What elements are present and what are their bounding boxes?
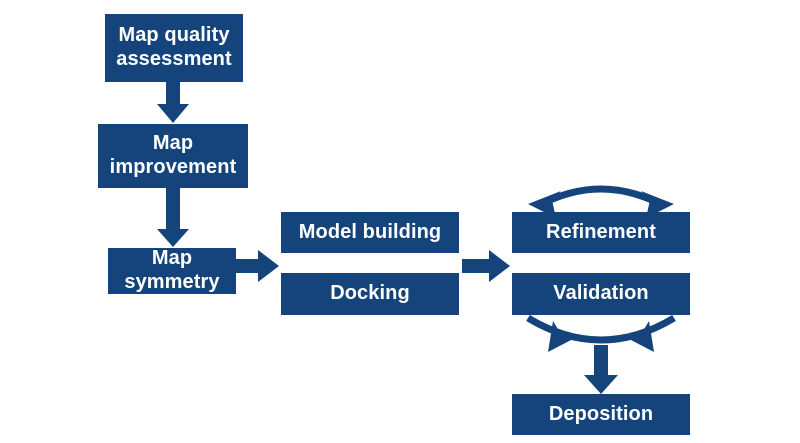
- connector-improvement-to-symmetry: [157, 188, 189, 247]
- node-validation[interactable]: Validation: [512, 273, 690, 315]
- connector-cycle-to-deposition: [584, 345, 618, 394]
- node-map-quality-assessment[interactable]: Map quality assessment: [105, 14, 243, 82]
- node-refinement[interactable]: Refinement: [512, 212, 690, 253]
- connector-symmetry-to-building: [236, 250, 279, 282]
- connector-cycle-bottom-arc: [526, 315, 676, 352]
- node-map-symmetry[interactable]: Map symmetry: [108, 247, 236, 294]
- node-docking[interactable]: Docking: [281, 273, 459, 315]
- connector-quality-to-improvement: [157, 82, 189, 123]
- node-map-improvement[interactable]: Map improvement: [98, 124, 248, 188]
- node-model-building[interactable]: Model building: [281, 212, 459, 253]
- node-deposition[interactable]: Deposition: [512, 394, 690, 435]
- connector-building-to-refinement: [462, 250, 510, 282]
